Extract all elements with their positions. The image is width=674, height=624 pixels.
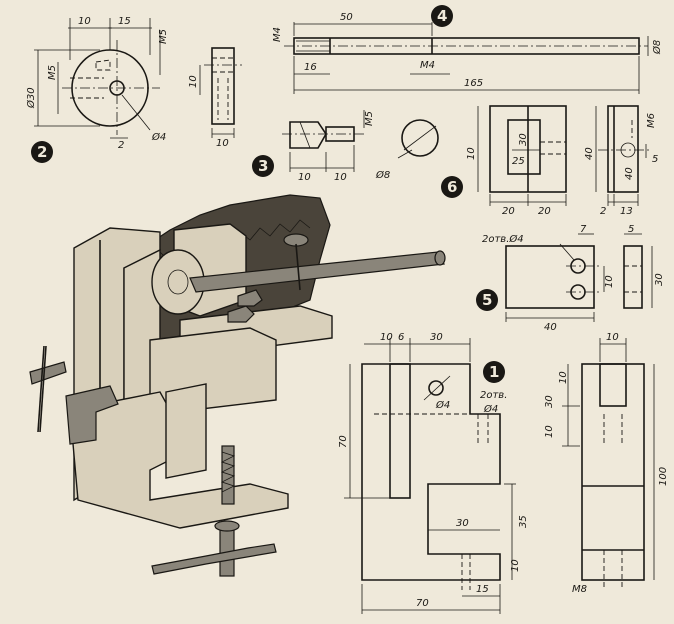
part-1-dim-70: 70 xyxy=(338,435,349,448)
part-1-dim-holes-d: Ø4 xyxy=(483,403,498,415)
svg-text:2: 2 xyxy=(37,143,47,161)
part-3-dim-d8: Ø8 xyxy=(375,169,390,181)
part-5-dim-30: 30 xyxy=(654,273,665,286)
part-1-dim-d4: Ø4 xyxy=(435,399,450,411)
part-2-dim-10: 10 xyxy=(78,16,91,27)
part-6-dim-40-right: 40 xyxy=(624,167,635,180)
part-2-dim-m5-top: M5 xyxy=(158,29,169,44)
part-1-side-dim-10a: 10 xyxy=(558,371,569,384)
part-5-plate-drawing: 2отв.Ø4 7 10 40 5 30 5 xyxy=(476,224,665,333)
part-1-dim-35: 35 xyxy=(518,515,529,528)
part-2-dim-d30: Ø30 xyxy=(25,87,37,109)
part-6-dim-13: 13 xyxy=(620,206,633,217)
part-1-dim-6: 6 xyxy=(398,332,404,343)
part-1-dim-10: 10 xyxy=(380,332,393,343)
part-3-dim-10b: 10 xyxy=(334,172,347,183)
part-4-dim-50: 50 xyxy=(340,12,353,23)
part-5-dim-10: 10 xyxy=(604,275,615,288)
part-6-dim-2: 2 xyxy=(600,206,606,217)
svg-text:3: 3 xyxy=(258,157,268,175)
svg-text:1: 1 xyxy=(489,363,499,381)
part-6-dim-5: 5 xyxy=(652,154,658,165)
part-4-dim-m4-left: M4 xyxy=(272,27,283,42)
part-5-badge: 5 xyxy=(476,289,498,311)
part-3-dim-m5: M5 xyxy=(364,111,375,126)
part-6-dim-20a: 20 xyxy=(502,206,515,217)
part-6-block-drawing: 10 30 25 20 20 40 M6 5 40 2 13 6 xyxy=(441,105,658,217)
svg-text:6: 6 xyxy=(447,178,457,196)
part-6-dim-10: 10 xyxy=(466,147,477,160)
part-1-dim-30-mid: 30 xyxy=(456,518,469,529)
part-2-disc-drawing: 10 15 M5 M5 Ø30 2 Ø4 10 10 2 xyxy=(25,16,242,163)
part-4-rod-drawing: M4 50 16 M4 165 Ø8 4 xyxy=(272,5,663,94)
part-1-dim-30: 30 xyxy=(430,332,443,343)
part-2-dim-side-10: 10 xyxy=(188,75,199,88)
part-5-dim-holes: 2отв.Ø4 xyxy=(482,233,524,245)
part-6-dim-25: 25 xyxy=(512,156,525,167)
part-4-dim-16: 16 xyxy=(304,62,317,73)
part-6-dim-40: 40 xyxy=(584,147,595,160)
svg-text:4: 4 xyxy=(437,7,447,25)
part-1-side-dim-100: 100 xyxy=(658,467,669,486)
part-3-badge: 3 xyxy=(252,155,274,177)
part-5-dim-40: 40 xyxy=(544,322,557,333)
part-1-dim-10-bottom: 10 xyxy=(510,559,521,572)
part-1-dim-15: 15 xyxy=(476,584,489,595)
part-6-badge: 6 xyxy=(441,176,463,198)
part-1-dim-holes: 2отв. xyxy=(480,390,507,401)
part-4-dim-m4: M4 xyxy=(420,60,435,71)
part-2-badge: 2 xyxy=(31,141,53,163)
part-3-pin-drawing: M5 10 10 Ø8 3 xyxy=(252,110,439,183)
part-1-side-dim-30: 30 xyxy=(544,395,555,408)
part-3-dim-10a: 10 xyxy=(298,172,311,183)
part-1-dim-70-bottom: 70 xyxy=(416,598,429,609)
part-6-dim-m6: M6 xyxy=(646,113,657,128)
part-1-side-dim-m8: M8 xyxy=(572,584,587,595)
part-6-dim-20b: 20 xyxy=(538,206,551,217)
part-4-dim-165: 165 xyxy=(464,78,483,89)
part-2-dim-2: 2 xyxy=(118,140,124,151)
assembly-perspective-illustration xyxy=(29,194,446,577)
part-1-side-dim-10b: 10 xyxy=(544,425,555,438)
part-5-dim-5: 5 xyxy=(628,224,634,235)
part-1-body-drawing: 10 6 30 Ø4 2отв. Ø4 70 30 35 10 15 70 10… xyxy=(338,332,669,614)
svg-text:5: 5 xyxy=(482,291,492,309)
part-1-side-dim-10-top: 10 xyxy=(606,332,619,343)
part-2-dim-15: 15 xyxy=(118,16,131,27)
part-2-dim-bottom-10: 10 xyxy=(216,138,229,149)
part-2-dim-m5-left: M5 xyxy=(47,65,58,80)
part-5-dim-7: 7 xyxy=(580,224,587,235)
part-4-badge: 4 xyxy=(431,5,453,27)
part-4-dim-d8: Ø8 xyxy=(651,40,663,55)
part-1-badge: 1 xyxy=(483,361,505,383)
part-6-dim-30: 30 xyxy=(518,133,529,146)
part-2-dim-d4: Ø4 xyxy=(151,131,166,143)
